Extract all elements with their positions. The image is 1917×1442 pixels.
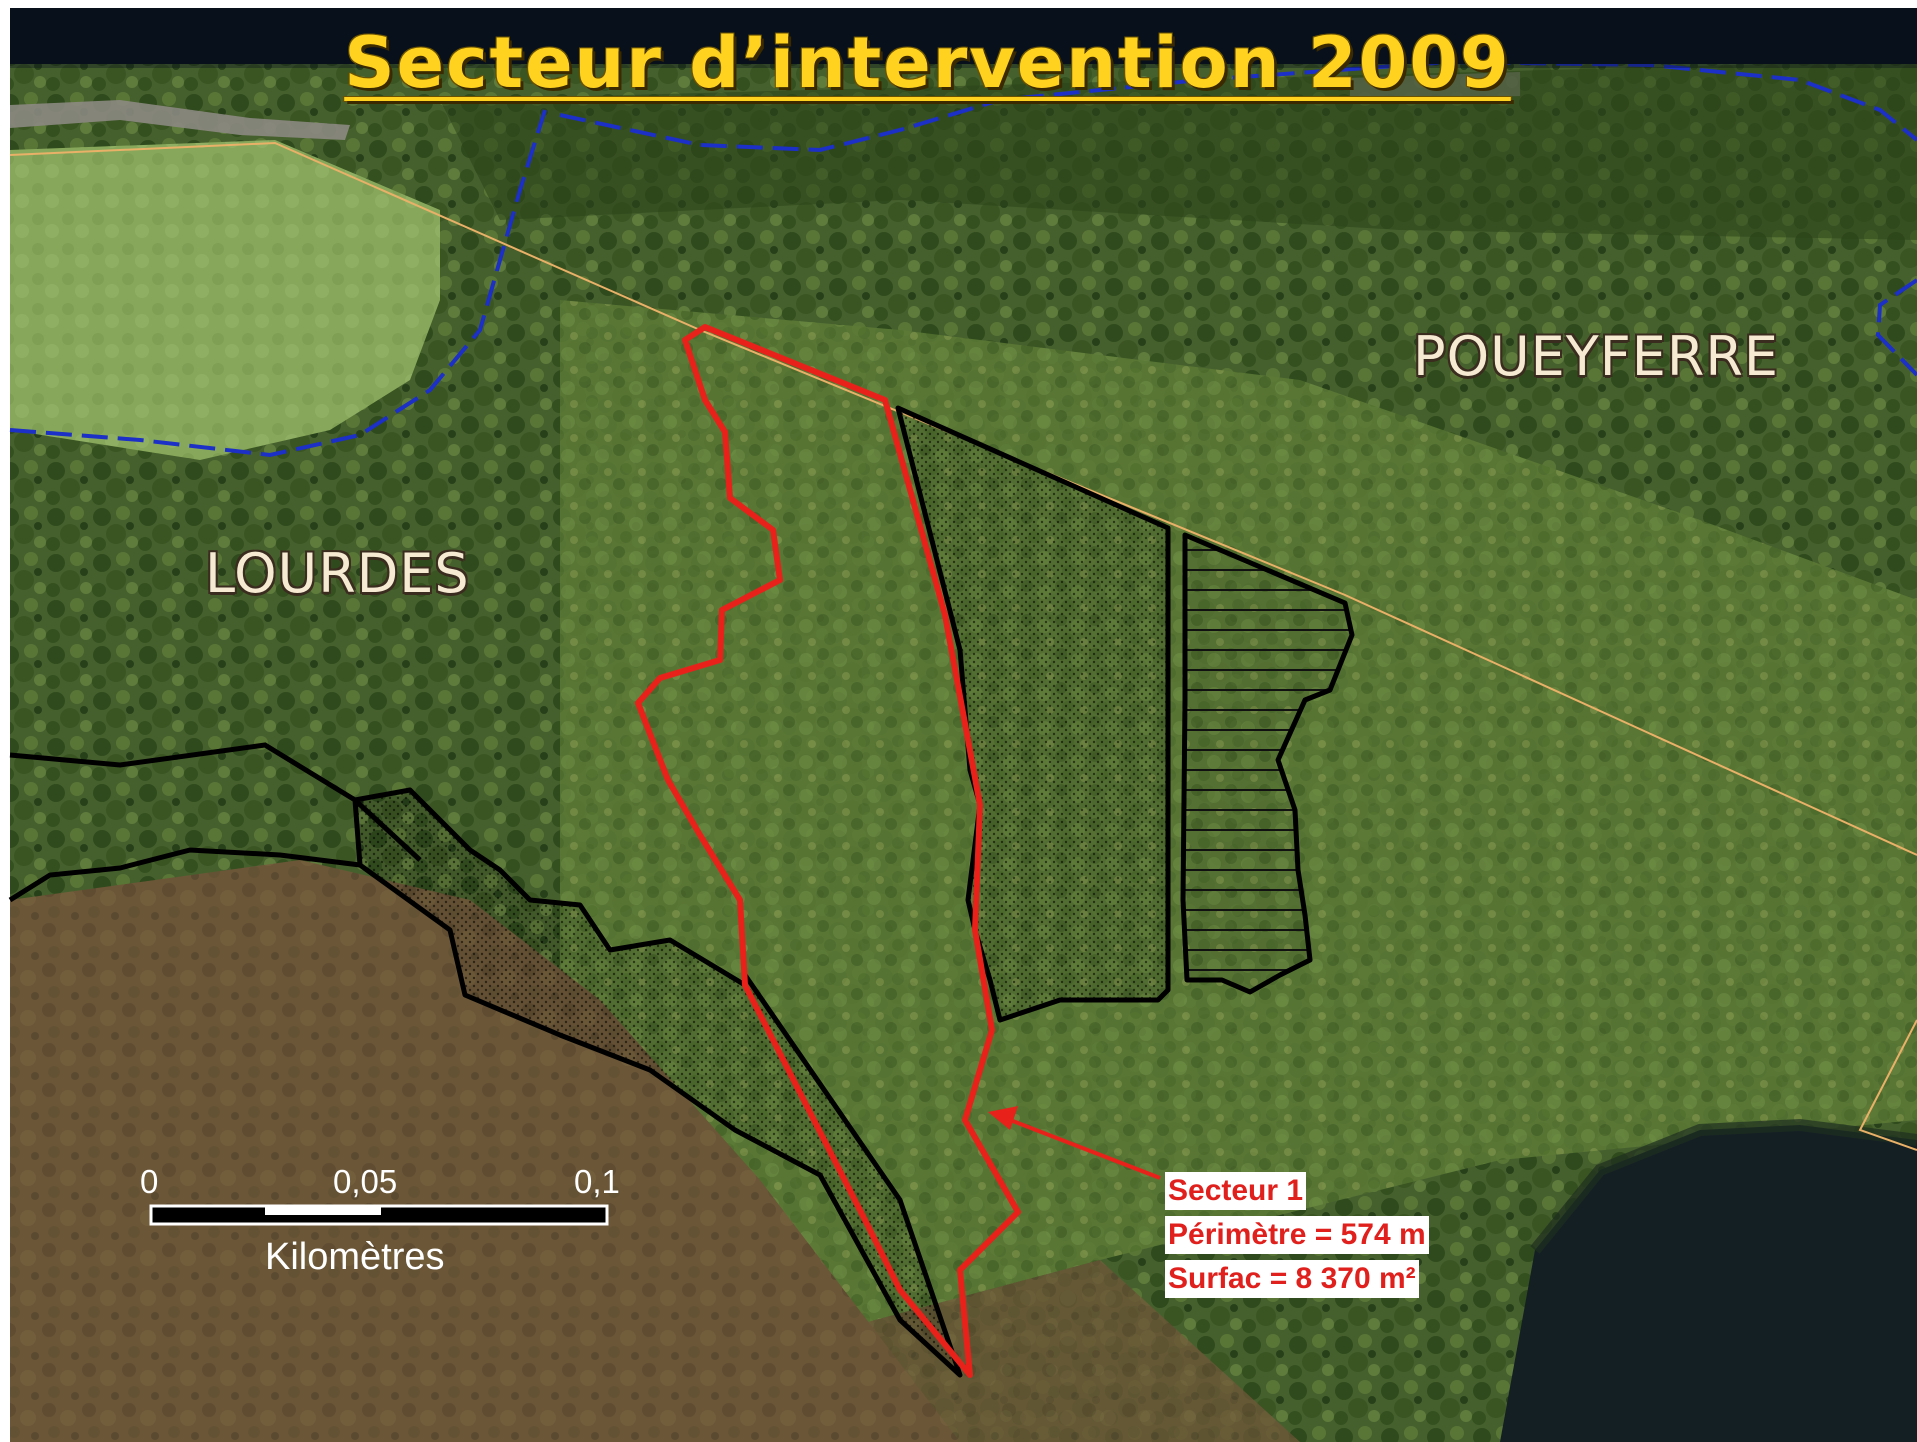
label-poueyferre: POUEYFERRE [1413, 325, 1780, 388]
callout-arrowhead [988, 1106, 1018, 1130]
commune-boundary-west [9, 109, 547, 458]
scale-bar [149, 1204, 609, 1226]
callout-sector-name: Secteur 1 [1165, 1172, 1307, 1210]
commune-boundary-north [559, 59, 1917, 153]
scale-tick-0: 0 [140, 1163, 159, 1200]
scale-tick-005: 0,05 [333, 1163, 398, 1200]
title-band [10, 8, 1917, 64]
callout-arrow-line [1004, 1116, 1161, 1180]
callout-perimeter: Périmètre = 574 m [1165, 1216, 1429, 1254]
scale-unit-label: Kilomètres [265, 1236, 445, 1278]
commune-boundary-east [1875, 278, 1917, 377]
parcel-boundary-lower [8, 847, 361, 903]
scale-tick-01: 0,1 [574, 1163, 620, 1200]
callout-area: Surfac = 8 370 m² [1165, 1260, 1419, 1298]
hatched-parcel-southwest [352, 787, 963, 1378]
hatched-parcel-centre [895, 405, 1171, 1023]
imagery-base [10, 60, 1917, 1442]
sector-1-outline[interactable] [635, 324, 1021, 1378]
slide-title: Secteur d’intervention 2009 [344, 22, 1511, 104]
label-lourdes: LOURDES [205, 542, 470, 605]
title-band-fade [10, 60, 1917, 68]
cadastral-line-east [1858, 1019, 1917, 1151]
hatched-parcel-east [1180, 532, 1355, 995]
